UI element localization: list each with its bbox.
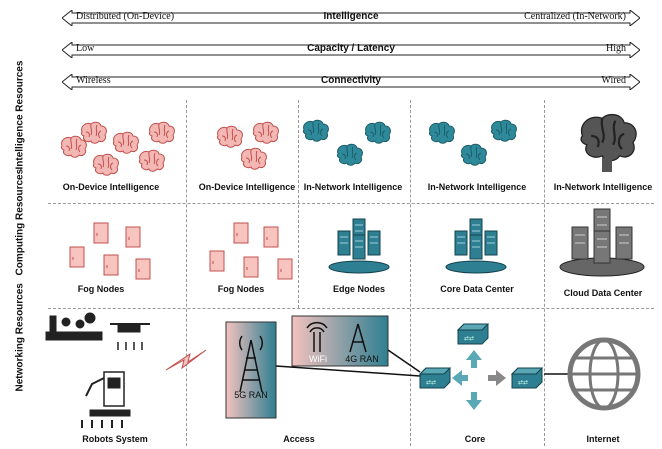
bar-center-label: Intelligence xyxy=(323,11,379,22)
intel-label-3: In-Network Intelligence xyxy=(303,182,403,192)
core-data-center-icon xyxy=(445,218,507,274)
fog-node-icon xyxy=(103,254,119,276)
bar-right-label: Wired xyxy=(601,75,626,86)
compute-label-5: Cloud Data Center xyxy=(563,288,643,298)
brain-icon xyxy=(80,121,107,144)
column-divider xyxy=(410,100,411,446)
brain-icon xyxy=(240,147,267,170)
intelligence-icons xyxy=(60,113,638,176)
brain-icon xyxy=(460,143,487,166)
cloud-data-center-icon xyxy=(559,208,645,277)
brain-stem xyxy=(602,158,612,172)
intel-label-4: In-Network Intelligence xyxy=(427,182,527,192)
wireless-link-icon xyxy=(165,349,207,371)
bar-left-label: Wireless xyxy=(76,75,111,86)
double-arrow-icon xyxy=(62,74,640,90)
column-divider xyxy=(186,100,187,446)
robots-system-icon xyxy=(45,312,150,428)
brain-icon xyxy=(60,135,87,158)
bar-left-label: Distributed (On-Device) xyxy=(76,11,175,22)
fog-node-icon xyxy=(263,226,279,248)
core-switch-icon xyxy=(419,367,451,389)
double-arrow-icon xyxy=(62,10,640,26)
internet-gateway-switch-icon xyxy=(511,367,543,389)
brain-icon xyxy=(252,121,279,144)
fog-node-icon xyxy=(135,258,151,280)
brain-icon xyxy=(216,125,243,148)
compute-label-1: Fog Nodes xyxy=(77,284,125,294)
brain-icon xyxy=(428,121,455,144)
bar-right-label: Centralized (In-Network) xyxy=(524,11,626,22)
internet-globe-icon xyxy=(567,337,641,411)
edge-nodes-icon xyxy=(328,218,390,274)
bar-left-label: Low xyxy=(76,43,95,54)
bar-center-label: Capacity / Latency xyxy=(307,43,395,54)
fog-node-icon xyxy=(233,222,249,244)
fog-node-icon xyxy=(243,256,259,278)
row-divider xyxy=(48,308,654,309)
wifi-icon xyxy=(306,321,328,352)
intelligence-scale-bar: Distributed (On-Device) Intelligence Cen… xyxy=(62,10,640,26)
brain-icon xyxy=(148,121,175,144)
intel-label-5: In-Network Intelligence xyxy=(553,182,653,192)
brain-icon xyxy=(302,119,329,142)
wifi-4g-box xyxy=(291,315,389,367)
cell-tower-icon xyxy=(349,323,367,353)
bar-center-label: Connectivity xyxy=(320,75,381,86)
row-divider xyxy=(48,203,654,204)
wifi-label: WiFi xyxy=(309,354,327,364)
compute-label-2: Fog Nodes xyxy=(217,284,265,294)
cell-tower-icon xyxy=(239,335,263,393)
bar-right-label: High xyxy=(606,43,626,54)
column-divider xyxy=(544,100,545,446)
connectivity-scale-bar: Wireless Connectivity Wired xyxy=(62,74,640,90)
capacity-scale-bar: Low Capacity / Latency High xyxy=(62,42,640,58)
fog-node-icon xyxy=(125,226,141,248)
fog-node-icon xyxy=(93,222,109,244)
fog-node-icon xyxy=(69,246,85,268)
intel-label-1: On-Device Intelligence xyxy=(62,182,160,192)
brain-icon xyxy=(490,119,517,142)
core-switch-icon xyxy=(457,323,489,345)
column-label-internet: Internet xyxy=(586,434,620,444)
compute-label-3: Edge Nodes xyxy=(332,284,385,294)
ran-5g-label: 5G RAN xyxy=(234,390,268,400)
networking-icons: ⇄⇄ xyxy=(45,312,641,428)
compute-label-4: Core Data Center xyxy=(440,284,514,294)
column-label-access: Access xyxy=(283,434,315,444)
brain-icon xyxy=(364,121,391,144)
computing-icons xyxy=(69,208,645,280)
intel-label-2: On-Device Intelligence xyxy=(198,182,296,192)
brain-icon xyxy=(138,149,165,172)
large-brain-icon xyxy=(579,113,638,162)
double-arrow-icon xyxy=(62,42,640,58)
column-divider xyxy=(298,100,299,308)
brain-icon xyxy=(92,153,119,176)
ran-4g-label: 4G RAN xyxy=(345,354,379,364)
fog-node-icon xyxy=(209,250,225,272)
brain-icon xyxy=(336,143,363,166)
column-label-core: Core xyxy=(464,434,486,444)
fog-node-icon xyxy=(277,258,293,280)
brain-icon xyxy=(112,131,139,154)
column-label-robots: Robots System xyxy=(82,434,148,444)
routing-arrows-icon xyxy=(452,350,506,410)
